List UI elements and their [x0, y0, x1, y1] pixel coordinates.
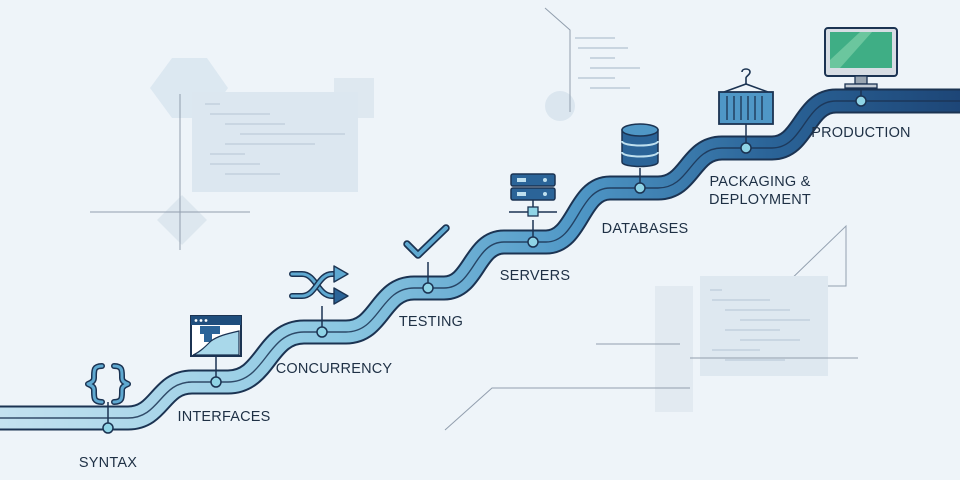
- circle-shape: [545, 91, 575, 121]
- code-lines-top: [575, 37, 640, 89]
- node-packaging: [740, 142, 752, 154]
- label-testing: TESTING: [399, 314, 463, 330]
- label-packaging-line1: PACKAGING &: [709, 174, 810, 190]
- node-interfaces: [210, 376, 222, 388]
- code-lines-right: [710, 289, 810, 361]
- node-servers: [527, 236, 539, 248]
- code-card-left: [192, 92, 358, 192]
- label-packaging-line2: DEPLOYMENT: [709, 192, 811, 208]
- shuffle-arrows-icon: [289, 265, 349, 305]
- label-production: PRODUCTION: [811, 125, 910, 141]
- database-icon: [621, 123, 659, 168]
- stage-nodes: [102, 90, 867, 434]
- node-databases: [634, 182, 646, 194]
- browser-window-icon: [190, 315, 242, 357]
- stage-labels: SYNTAX INTERFACES CONCURRENCY TESTING SE…: [79, 125, 911, 471]
- roadmap-path: [0, 88, 960, 431]
- monitor-icon: [824, 27, 898, 89]
- node-testing: [422, 282, 434, 294]
- label-syntax: SYNTAX: [79, 455, 137, 471]
- label-concurrency: CONCURRENCY: [276, 361, 393, 377]
- shipping-container-icon: [718, 68, 774, 125]
- label-interfaces: INTERFACES: [177, 409, 270, 425]
- diamond-shape: [157, 195, 207, 245]
- code-card-right-shadow: [655, 286, 693, 412]
- node-concurrency: [316, 326, 328, 338]
- checkmark-icon: [403, 224, 450, 259]
- code-lines-left: [205, 103, 345, 175]
- server-rack-icon: [509, 173, 557, 217]
- background-decorations: [90, 7, 858, 431]
- node-production: [855, 95, 867, 107]
- node-syntax: [102, 422, 114, 434]
- label-servers: SERVERS: [500, 268, 570, 284]
- thin-lines: [90, 7, 858, 431]
- curly-braces-icon: [85, 363, 131, 405]
- label-databases: DATABASES: [602, 221, 689, 237]
